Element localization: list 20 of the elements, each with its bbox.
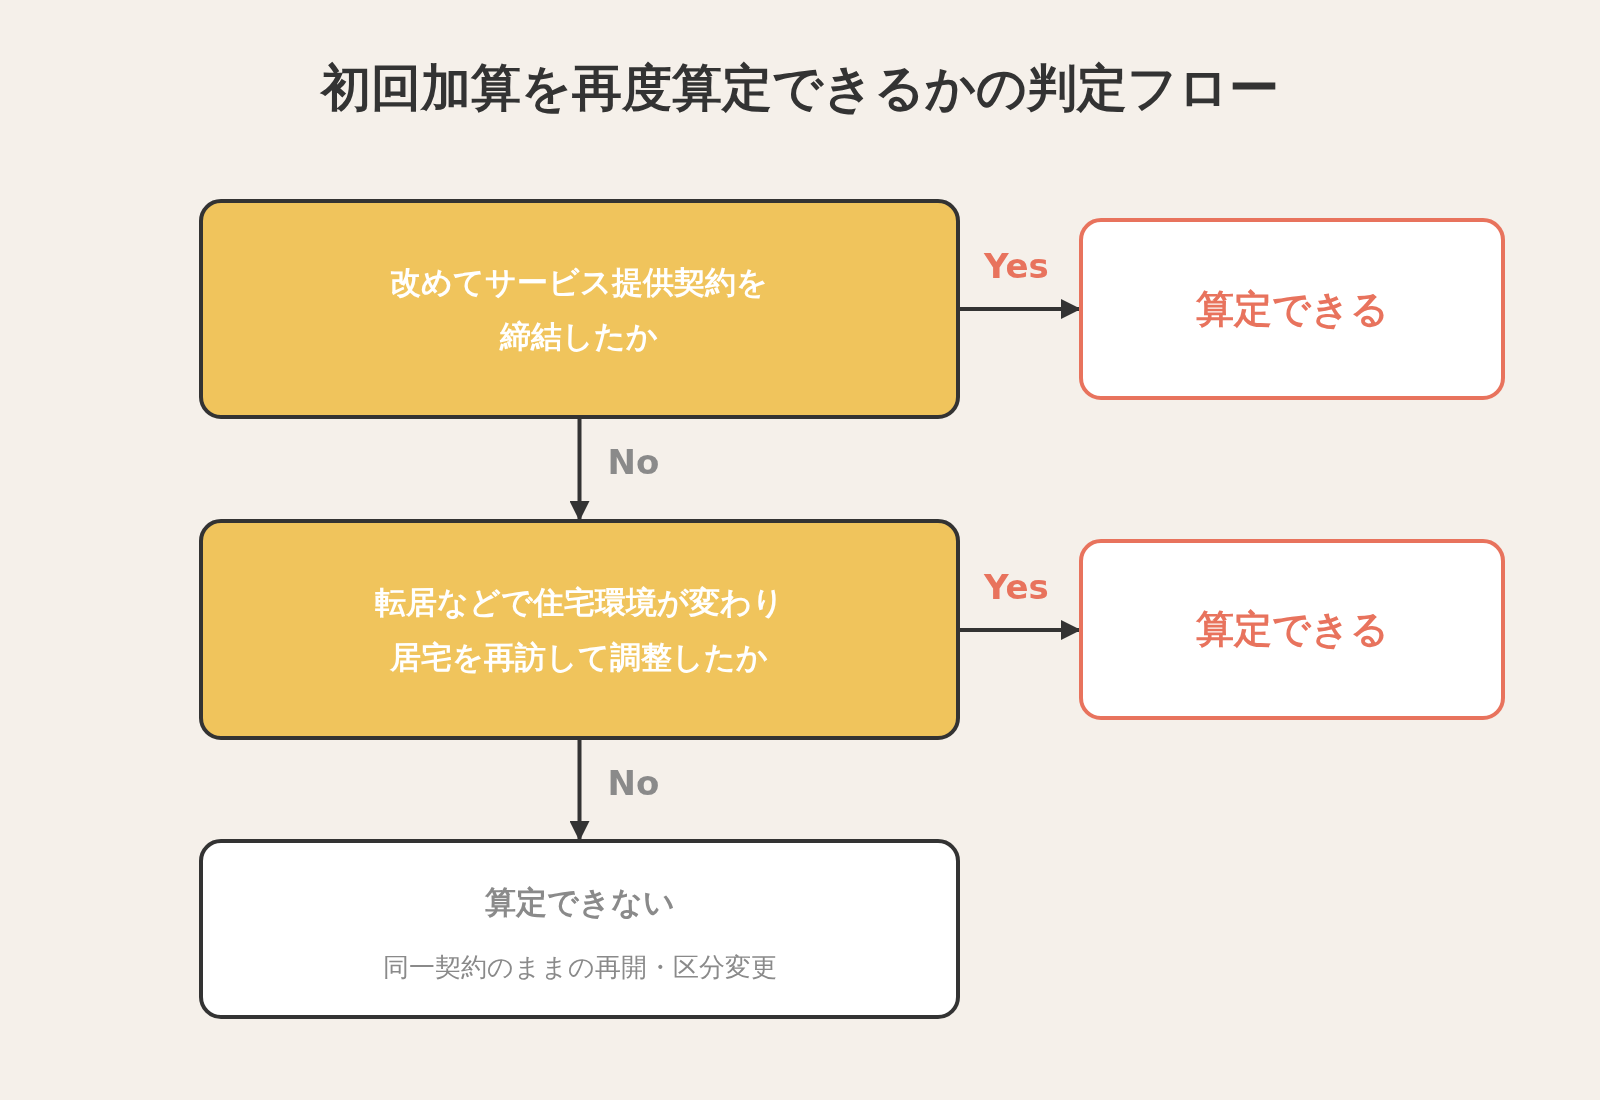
- decision-box: [199, 199, 960, 419]
- arrow: [960, 299, 1081, 319]
- edge-label: No: [607, 765, 660, 800]
- arrow: [569, 419, 590, 521]
- arrow: [569, 740, 590, 841]
- result-box: [1079, 539, 1505, 720]
- title: 初回加算を再度算定できるかの判定フロー: [321, 58, 1279, 118]
- note-text: 同一契約のままの再開・区分変更: [382, 951, 777, 983]
- edge-label: No: [607, 445, 660, 479]
- result-box: [199, 839, 960, 1019]
- node-text: 算定できない: [484, 883, 675, 923]
- edge-label: Yes: [984, 249, 1049, 283]
- result-box: [1079, 218, 1505, 400]
- decision-box: [199, 519, 960, 740]
- node-text: 算定できる: [1195, 285, 1389, 333]
- node-text: 転居などで住宅環境が変わり居宅を再訪して調整したか: [374, 583, 785, 677]
- node-text: 改めてサービス提供契約を締結したか: [389, 262, 770, 356]
- arrow: [960, 620, 1081, 640]
- edge-label: Yes: [984, 570, 1049, 604]
- node-text: 算定できる: [1195, 606, 1389, 654]
